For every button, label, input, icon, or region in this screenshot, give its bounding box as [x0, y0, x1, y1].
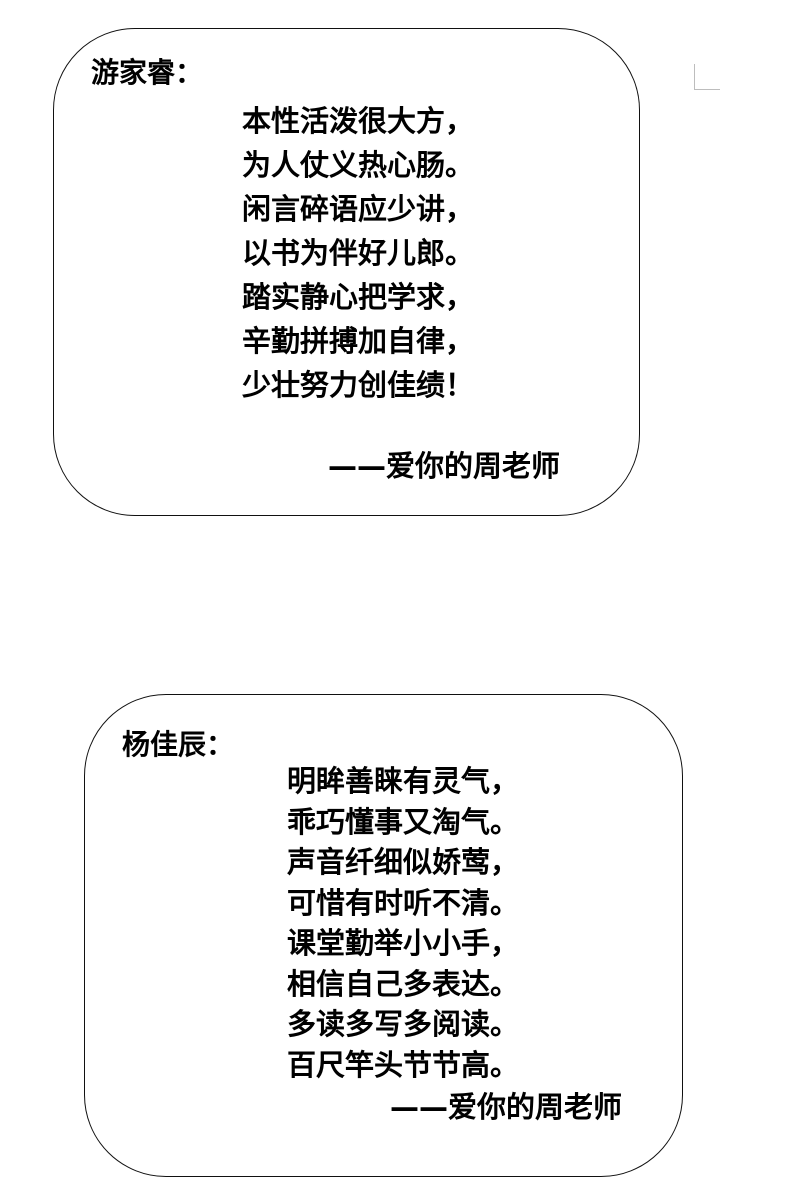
poem-line: 本性活泼很大方，	[242, 104, 475, 138]
page-corner-mark	[694, 64, 720, 90]
comment-card-1: 游家睿： 本性活泼很大方， 为人仗义热心肠。 闲言碎语应少讲， 以书为伴好儿郎。…	[53, 28, 640, 516]
poem-lines: 明眸善睐有灵气， 乖巧懂事又淘气。 声音纤细似娇莺， 可惜有时听不清。 课堂勤举…	[287, 761, 519, 1085]
student-name: 杨佳辰：	[122, 728, 235, 761]
poem-line: 百尺竿头节节高。	[287, 1047, 520, 1082]
poem-line: 课堂勤举小小手，	[287, 926, 520, 960]
poem-line: 声音纤细似娇莺，	[287, 845, 520, 879]
student-name: 游家睿：	[91, 56, 204, 89]
poem-line: 可惜有时听不清。	[287, 885, 520, 920]
teacher-signature: ——爱你的周老师	[328, 449, 561, 483]
poem-line: 为人仗义热心肠。	[242, 148, 475, 182]
poem-line: 相信自己多表达。	[287, 966, 520, 1001]
poem-line: 多读多写多阅读。	[287, 1007, 520, 1041]
poem-line: 辛勤拼搏加自律，	[242, 324, 475, 358]
poem-lines: 本性活泼很大方， 为人仗义热心肠。 闲言碎语应少讲， 以书为伴好儿郎。 踏实静心…	[242, 99, 474, 407]
poem-line: 乖巧懂事又淘气。	[287, 804, 520, 839]
poem-line: 踏实静心把学求，	[242, 280, 475, 314]
poem-line: 以书为伴好儿郎。	[242, 236, 475, 270]
teacher-signature: ——爱你的周老师	[390, 1090, 623, 1124]
poem-line: 少壮努力创佳绩！	[242, 368, 475, 402]
poem-line: 闲言碎语应少讲，	[242, 192, 475, 226]
comment-card-2: 杨佳辰： 明眸善睐有灵气， 乖巧懂事又淘气。 声音纤细似娇莺， 可惜有时听不清。…	[84, 694, 683, 1177]
poem-line: 明眸善睐有灵气，	[287, 764, 520, 798]
